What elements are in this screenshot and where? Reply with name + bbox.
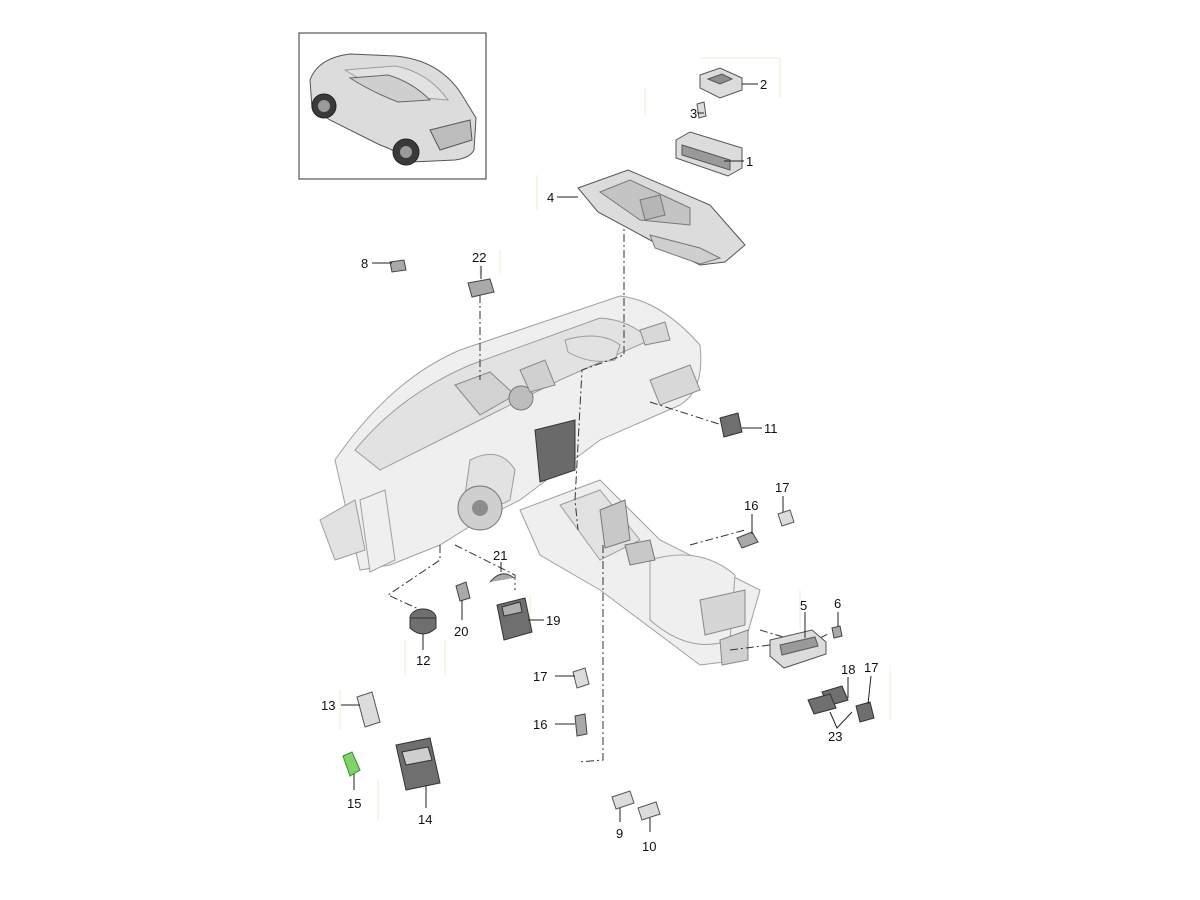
part-17b-shape [572, 667, 590, 689]
part-5-shape [769, 629, 827, 669]
part-6-shape [831, 625, 843, 639]
part-3-label[interactable]: 3 [690, 106, 697, 121]
callout-part-20[interactable]: 20 [454, 600, 468, 639]
callout-part-17a[interactable]: 17 [775, 480, 789, 512]
part-12-label[interactable]: 12 [416, 653, 430, 668]
callout-part-18[interactable]: 18 [841, 662, 855, 698]
callout-part-9[interactable]: 9 [616, 808, 623, 841]
part-15-label[interactable]: 15 [347, 796, 361, 811]
callout-part-1[interactable]: 1 [724, 154, 753, 169]
part-2-shape [699, 67, 743, 99]
callout-part-15[interactable]: 15 [347, 774, 361, 811]
part-22-shape [467, 278, 495, 298]
part-16b-shape [574, 713, 588, 737]
part-22-label[interactable]: 22 [472, 250, 486, 265]
callout-part-19[interactable]: 19 [528, 613, 560, 628]
part-16b-label[interactable]: 16 [533, 717, 547, 732]
part-4-label[interactable]: 4 [547, 190, 554, 205]
vehicle-overview-thumbnail [298, 32, 487, 180]
part-4-shape [577, 169, 746, 266]
part-2-label[interactable]: 2 [760, 77, 767, 92]
part-8-shape [389, 259, 407, 273]
callout-part-8[interactable]: 8 [361, 256, 392, 271]
part-17c-label[interactable]: 17 [864, 660, 878, 675]
part-14-shape [395, 737, 441, 791]
callout-part-16b[interactable]: 16 [533, 717, 575, 732]
part-1-label[interactable]: 1 [746, 154, 753, 169]
part-1-shape [675, 131, 743, 177]
callout-part-17b[interactable]: 17 [533, 669, 575, 684]
part-9-label[interactable]: 9 [616, 826, 623, 841]
part-11-shape [719, 412, 743, 438]
part-6-label[interactable]: 6 [834, 596, 841, 611]
part-16a-label[interactable]: 16 [744, 498, 758, 513]
callout-part-10[interactable]: 10 [642, 818, 656, 854]
part-8-label[interactable]: 8 [361, 256, 368, 271]
part-21-shape [489, 573, 515, 583]
part-12-shape [409, 608, 437, 635]
part-17b-label[interactable]: 17 [533, 669, 547, 684]
part-23-label[interactable]: 23 [828, 729, 842, 744]
part-5-label[interactable]: 5 [800, 598, 807, 613]
part-17a-shape [777, 509, 795, 527]
part-18-label[interactable]: 18 [841, 662, 855, 677]
part-15-shape [342, 751, 361, 777]
part-21-label[interactable]: 21 [493, 548, 507, 563]
part-19-label[interactable]: 19 [546, 613, 560, 628]
part-3-shape [696, 101, 707, 119]
part-14-label[interactable]: 14 [418, 812, 432, 827]
car-icon [309, 53, 477, 166]
callout-part-12[interactable]: 12 [416, 634, 430, 668]
part-23-shape [807, 693, 837, 715]
callout-part-4[interactable]: 4 [547, 190, 578, 205]
part-10-shape [637, 801, 661, 821]
callout-part-5[interactable]: 5 [800, 598, 807, 638]
part-20-shape [455, 581, 471, 602]
callout-part-11[interactable]: 11 [742, 421, 778, 436]
guide-lines [339, 57, 891, 820]
callout-part-22[interactable]: 22 [472, 250, 486, 279]
part-9-shape [611, 790, 635, 810]
part-13-label[interactable]: 13 [321, 698, 335, 713]
part-13-shape [356, 691, 381, 728]
callout-part-21[interactable]: 21 [493, 548, 507, 572]
callout-part-14[interactable]: 14 [418, 786, 432, 827]
part-16a-shape [736, 531, 759, 549]
callout-part-13[interactable]: 13 [321, 698, 360, 713]
part-17a-label[interactable]: 17 [775, 480, 789, 495]
part-10-label[interactable]: 10 [642, 839, 656, 854]
callout-part-2[interactable]: 2 [742, 77, 767, 92]
dashboard-assembly [319, 295, 761, 666]
callout-part-6[interactable]: 6 [834, 596, 841, 626]
callout-part-17c[interactable]: 17 [864, 660, 878, 705]
part-11-label[interactable]: 11 [764, 421, 778, 436]
highlighted-part-15 [342, 751, 361, 777]
part-19-shape [496, 597, 533, 641]
callout-part-16a[interactable]: 16 [744, 498, 758, 534]
part-17c-shape [855, 701, 875, 723]
callout-part-23[interactable]: 23 [828, 711, 853, 744]
part-20-label[interactable]: 20 [454, 624, 468, 639]
callout-part-3[interactable]: 3 [690, 106, 704, 121]
